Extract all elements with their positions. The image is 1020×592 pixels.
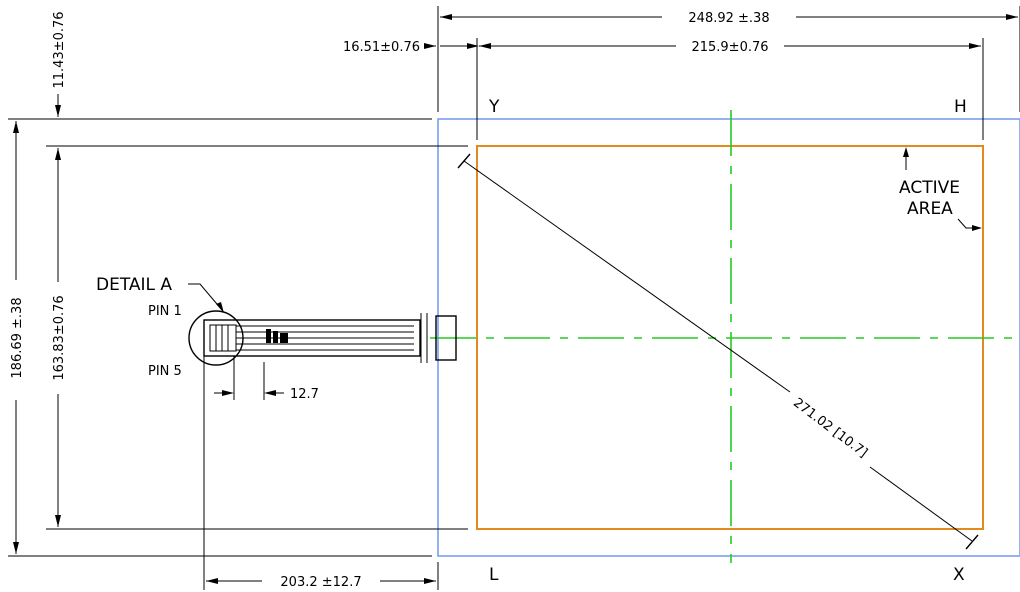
detail-a-label: DETAIL A bbox=[96, 275, 172, 295]
overall-height-label: 186.69 ±.38 bbox=[10, 297, 25, 378]
left-offset-label: 16.51±0.76 bbox=[343, 40, 420, 55]
pin5-label: PIN 5 bbox=[148, 364, 182, 379]
dim-diagonal: 271.02 [10.7] bbox=[457, 153, 979, 550]
tail-length-label: 203.2 ±12.7 bbox=[280, 575, 361, 590]
diagonal-label: 271.02 [10.7] bbox=[790, 396, 870, 461]
active-width-label: 215.9±0.76 bbox=[691, 40, 768, 55]
active-area-callout: ACTIVE AREA bbox=[899, 147, 982, 231]
corner-label-x: X bbox=[953, 565, 965, 585]
dim-tail-length: 203.2 ±12.7 bbox=[203, 356, 439, 590]
active-area-line2: AREA bbox=[907, 199, 953, 219]
top-offset-label: 11.43±0.76 bbox=[52, 11, 67, 88]
corner-label-h: H bbox=[954, 97, 967, 117]
flex-tail bbox=[203, 313, 457, 363]
corner-label-y: Y bbox=[488, 97, 500, 117]
dim-pin-pitch: 12.7 bbox=[214, 356, 319, 402]
dim-top-offset: 11.43±0.76 bbox=[52, 11, 67, 117]
overall-width-label: 248.92 ±.38 bbox=[688, 11, 769, 26]
dim-active-width: 215.9±0.76 bbox=[476, 38, 984, 140]
detail-a-circle bbox=[188, 310, 244, 366]
detail-a-leader bbox=[188, 283, 223, 311]
dim-left-offset: 16.51±0.76 bbox=[343, 40, 479, 55]
corner-label-l: L bbox=[489, 565, 499, 585]
pin-pitch-label: 12.7 bbox=[290, 387, 319, 402]
pin1-label: PIN 1 bbox=[148, 304, 182, 319]
dim-active-height: 163.83±0.76 bbox=[46, 145, 468, 530]
active-area-line1: ACTIVE bbox=[899, 178, 960, 198]
active-height-label: 163.83±0.76 bbox=[52, 295, 67, 380]
dim-overall-height: 186.69 ±.38 bbox=[8, 118, 432, 557]
dim-overall-width: 248.92 ±.38 bbox=[437, 6, 1020, 112]
